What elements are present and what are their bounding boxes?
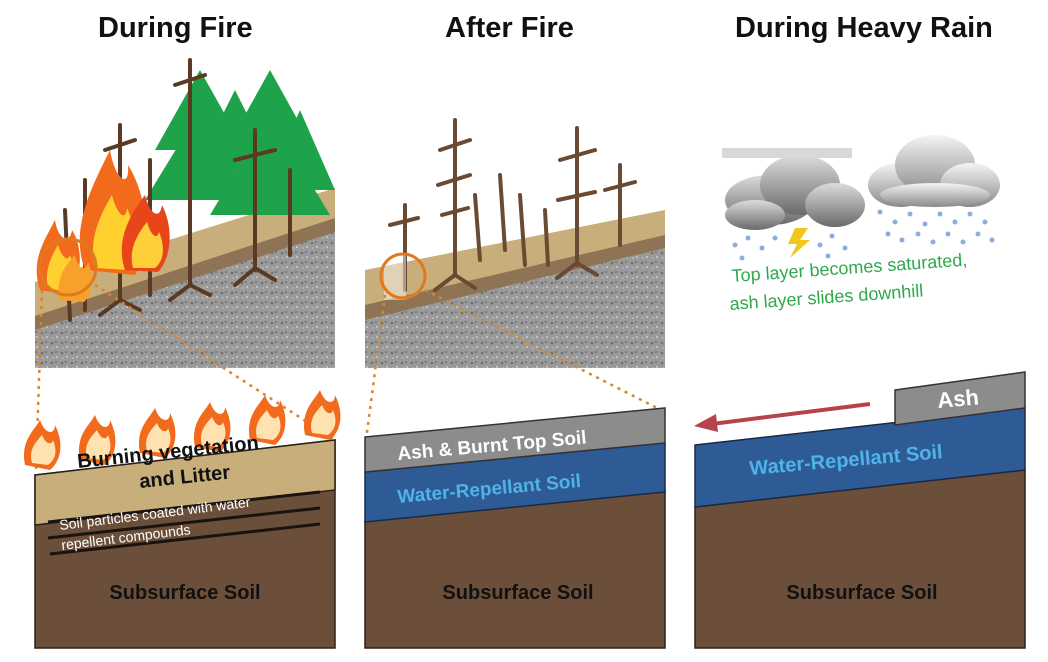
subsurface-soil-label-3: Subsurface Soil (786, 582, 937, 604)
rain-note-line2: ash layer slides downhill (729, 280, 924, 313)
rain-note-line1: Top layer becomes saturated, (731, 250, 968, 286)
dead-trees (388, 118, 637, 292)
after-fire-soil-section: Ash & Burnt Top Soil Water-Repellant Soi… (364, 407, 666, 649)
during-fire-soil-section: Burning vegetation and Litter Soil parti… (23, 390, 341, 649)
ash-label: Ash (936, 384, 980, 413)
during-fire-title: During Fire (98, 12, 253, 44)
heavy-rain-scene: Top layer becomes saturated, ash layer s… (722, 135, 1000, 314)
green-trees (145, 70, 335, 215)
storm-cloud-icon (722, 148, 865, 258)
during-heavy-rain-title: During Heavy Rain (735, 12, 993, 44)
heavy-rain-soil-section: Ash Water-Repellant Soil Subsurface Soil (694, 371, 1026, 649)
litter-layer (34, 439, 336, 526)
callout-circle (379, 252, 427, 300)
ash-topsoil-layer (364, 407, 666, 473)
raindrops (732, 209, 995, 261)
after-fire-title: After Fire (445, 12, 574, 44)
coated-soil-lines (47, 490, 321, 556)
lightning-icon (788, 228, 810, 258)
rain-cloud-icon (868, 135, 1000, 207)
fire-flames (36, 150, 170, 302)
surface-flames (23, 390, 341, 470)
after-fire-scene (365, 118, 665, 368)
ash-block (894, 371, 1026, 426)
during-fire-scene (35, 58, 335, 368)
callout-circle (38, 237, 98, 297)
callout-lines-1 (34, 283, 336, 471)
downhill-arrow-icon (694, 402, 871, 432)
subsurface-soil-label-2: Subsurface Soil (442, 582, 593, 604)
subsurface-soil-label-1: Subsurface Soil (109, 582, 260, 604)
callout-lines-2 (364, 288, 666, 441)
